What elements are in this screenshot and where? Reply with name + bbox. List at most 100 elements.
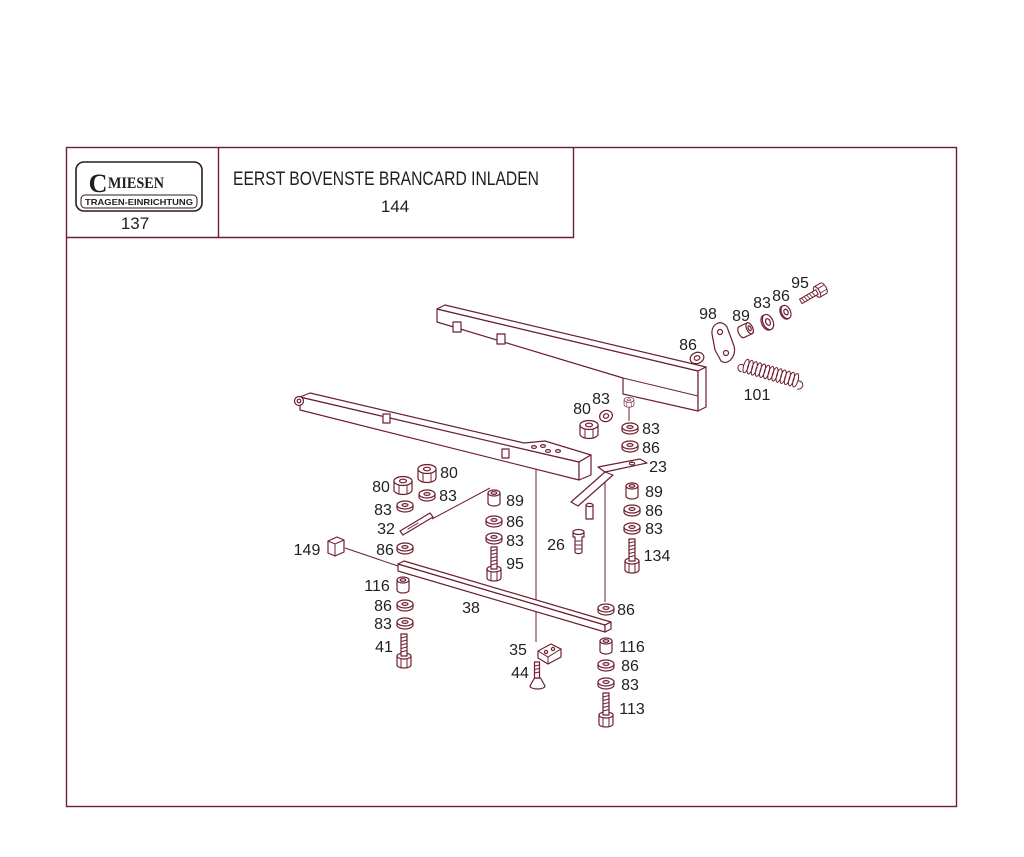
plug-collar [572, 528, 585, 536]
washer-83 [621, 422, 639, 435]
upper-rail-end [697, 366, 707, 412]
spring-101 [737, 358, 804, 390]
plug-26 [572, 528, 585, 555]
washer-86 [621, 440, 639, 453]
logo-tagline-strip [80, 194, 198, 209]
callout-label: 83 [374, 502, 392, 519]
callout-label: 38 [462, 600, 480, 617]
callout-label: 89 [732, 308, 750, 325]
miesen-logo: C MIESEN TRAGEN-EINRICHTUNG [75, 161, 203, 212]
bracket-arm [570, 471, 614, 507]
bracket-35-hole [543, 649, 549, 655]
washer-86 [623, 504, 641, 517]
bracket-35-fold [537, 648, 562, 665]
washer-86 [485, 515, 503, 528]
callout-label: 80 [573, 401, 591, 418]
bracket-pin-top [585, 502, 594, 508]
washer-hole [602, 413, 610, 419]
cross-bar-end [604, 621, 612, 633]
spring-hook [797, 380, 804, 390]
washer-86 [597, 603, 615, 616]
lower-rail-end [578, 454, 592, 481]
bracket-35 [537, 643, 562, 665]
washer-83 [597, 677, 615, 690]
link-slot [407, 522, 419, 530]
callout-label: 83 [374, 616, 392, 633]
cam-plate-98 [711, 322, 736, 363]
bush-hole [747, 325, 752, 332]
washer-83 [418, 489, 436, 502]
callout-label: 86 [506, 514, 524, 531]
bracket-35-hole [550, 646, 556, 652]
bush-89-pivot [737, 322, 754, 339]
callout-label: 95 [506, 556, 524, 573]
callout-label: 80 [372, 479, 390, 496]
washer-86 [597, 659, 615, 672]
callout-label: 113 [619, 701, 645, 718]
callout-label: 83 [592, 391, 610, 408]
washer-83 [623, 522, 641, 535]
callout-label: 86 [374, 598, 392, 615]
callout-label: 86 [642, 440, 660, 457]
washer-86-pivot-outer [779, 304, 792, 320]
lower-rail-peg [501, 448, 510, 459]
washer-hole [764, 318, 772, 326]
link-32 [399, 512, 434, 536]
callout-label: 116 [364, 578, 390, 595]
callout-label: 89 [645, 484, 663, 501]
upper-rail-peg [496, 333, 506, 345]
washer-hole [693, 355, 701, 361]
title-block-lines [66, 147, 575, 239]
logo-number: 137 [121, 214, 149, 233]
callout-label: 83 [621, 677, 639, 694]
nut-80 [417, 463, 437, 484]
bush-116 [599, 637, 613, 655]
plate-hole [554, 449, 561, 454]
callout-label: 83 [753, 295, 771, 312]
callout-label: 89 [506, 493, 524, 510]
lower-rail-eye-hole [296, 398, 302, 404]
block-149 [327, 536, 345, 557]
callout-label: 35 [509, 642, 527, 659]
logo-tagline: TRAGEN-EINRICHTUNG [85, 197, 193, 207]
callout-label: 134 [644, 548, 671, 565]
callout-label: 83 [642, 421, 660, 438]
washer-83-angled [599, 409, 613, 423]
nut-80 [393, 475, 413, 496]
callouts: 95 86 83 89 98 86 101 80 83 83 86 23 80 … [294, 275, 809, 718]
washer-83 [396, 500, 414, 513]
plate-hole [539, 444, 546, 449]
callout-label: 86 [621, 658, 639, 675]
callout-label: 86 [645, 503, 663, 520]
callout-label: 23 [649, 459, 667, 476]
callout-label: 86 [679, 337, 697, 354]
bracket-tab [597, 458, 648, 473]
washer-86-pivot [689, 351, 705, 365]
bush-89 [625, 482, 639, 500]
assembly-line [431, 487, 491, 520]
bracket-hole [628, 461, 636, 466]
washer-86 [396, 599, 414, 612]
spring-coils [742, 358, 800, 388]
screw-shank [533, 661, 541, 679]
page-number: 144 [381, 197, 409, 216]
upper-rail-peg [452, 321, 462, 333]
callout-label: 80 [440, 465, 458, 482]
callout-label: 83 [506, 533, 524, 550]
callout-label: 26 [547, 537, 565, 554]
upper-rail-step [622, 377, 699, 397]
block-body [327, 536, 345, 557]
screw-44 [529, 661, 546, 690]
callout-label: 83 [439, 488, 457, 505]
assembly-line [344, 547, 399, 567]
logo-brand: MIESEN [108, 175, 164, 192]
callout-label: 86 [376, 542, 394, 559]
outer-frame [65, 146, 958, 808]
bracket-23 [570, 458, 648, 520]
lower-carrier-rail [293, 392, 592, 481]
callout-label: 44 [511, 665, 529, 682]
washer-83-pivot [760, 313, 775, 331]
bush-89 [487, 489, 501, 507]
